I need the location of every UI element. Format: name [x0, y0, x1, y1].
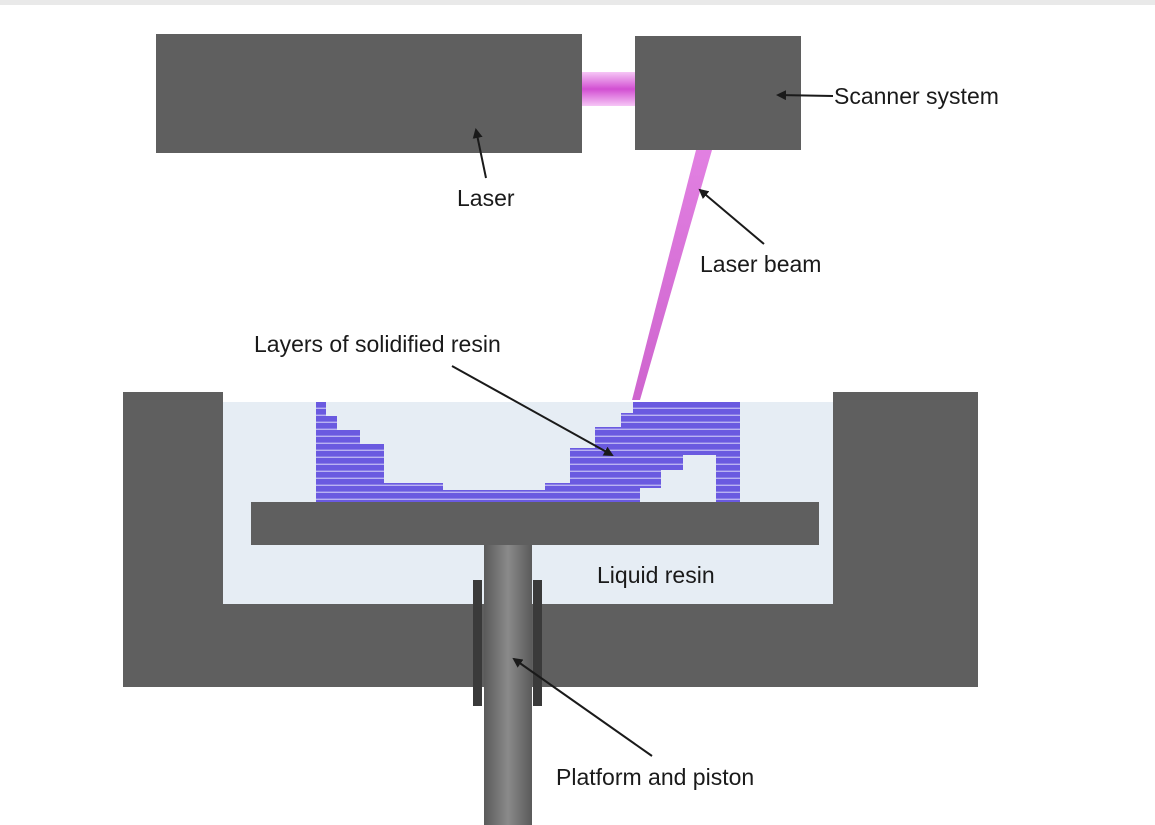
laser-beam-arrow: [698, 188, 765, 245]
label-layers: Layers of solidified resin: [254, 331, 501, 357]
scanner-arrow: [776, 90, 834, 101]
piston-guide-left: [473, 580, 482, 706]
label-platform-piston: Platform and piston: [556, 764, 754, 790]
laser-arrow: [472, 128, 487, 179]
platform: [251, 502, 819, 545]
label-laser-beam: Laser beam: [700, 251, 821, 277]
vat-body: [123, 392, 978, 687]
laser-beam: [632, 150, 712, 400]
piston: [484, 545, 532, 825]
top-border-strip: [0, 0, 1155, 5]
platform-piston-arrow: [512, 657, 653, 757]
layers-arrow: [451, 365, 614, 456]
label-scanner-system: Scanner system: [834, 83, 999, 109]
laser-box: [156, 34, 582, 153]
scanner-box: [635, 36, 801, 150]
label-laser: Laser: [457, 185, 515, 211]
label-liquid-resin: Liquid resin: [597, 562, 715, 588]
solidified-layers: [316, 402, 740, 502]
laser-connector: [582, 72, 636, 106]
piston-guide-right: [533, 580, 542, 706]
